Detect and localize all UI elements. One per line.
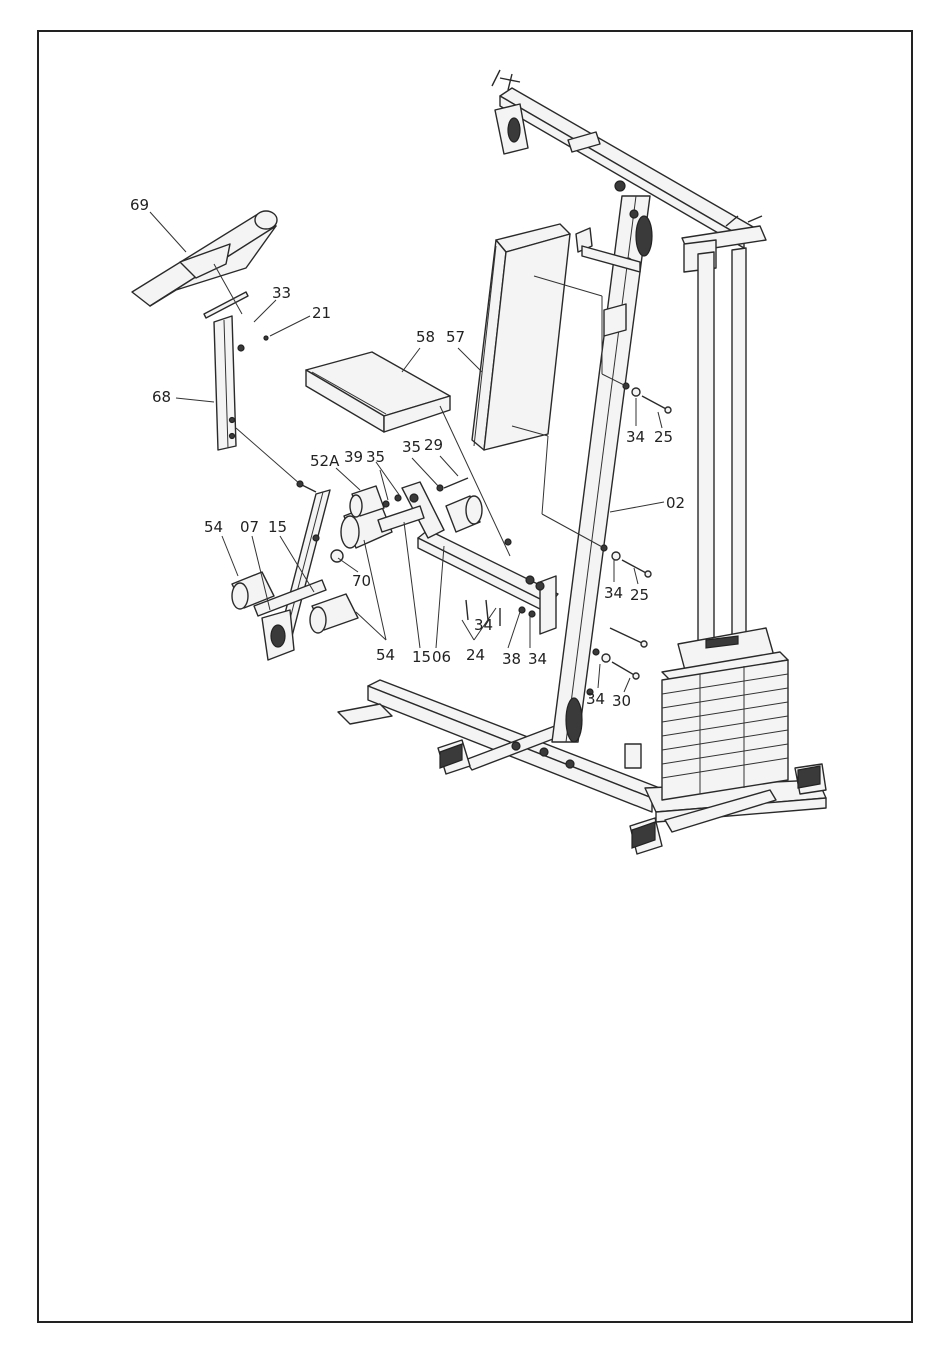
callout-25-upper: 25 — [654, 428, 673, 446]
callout-02: 02 — [666, 494, 685, 512]
callout-15-upper: 15 — [268, 518, 287, 536]
callout-35-left: 35 — [366, 448, 385, 466]
callout-30: 30 — [612, 692, 631, 710]
seat-pad — [306, 352, 450, 432]
callout-29: 29 — [424, 436, 443, 454]
callout-52a: 52A — [310, 452, 340, 470]
callout-34-upper: 34 — [626, 428, 645, 446]
callout-06: 06 — [432, 648, 451, 666]
callout-57: 57 — [446, 328, 465, 346]
callout-25-middle: 25 — [630, 586, 649, 604]
callout-34-middle: 34 — [604, 584, 623, 602]
callout-58: 58 — [416, 328, 435, 346]
callout-33: 33 — [272, 284, 291, 302]
callout-34-lower-left: 34 — [528, 650, 547, 668]
leg-extension-arm — [232, 490, 358, 660]
callout-54-left: 54 — [204, 518, 223, 536]
callout-69: 69 — [130, 196, 149, 214]
callout-39: 39 — [344, 448, 363, 466]
callout-34-bracket: 34 — [474, 616, 493, 634]
preacher-curl-assembly — [132, 211, 277, 450]
callout-68: 68 — [152, 388, 171, 406]
callout-38: 38 — [502, 650, 521, 668]
callout-24: 24 — [466, 646, 485, 664]
callout-54-lower: 54 — [376, 646, 395, 664]
callout-21: 21 — [312, 304, 331, 322]
weight-stack — [662, 628, 788, 800]
callout-35-right: 35 — [402, 438, 421, 456]
guide-rods — [698, 248, 746, 642]
callout-15-lower: 15 — [412, 648, 431, 666]
callout-07: 07 — [240, 518, 259, 536]
callout-34-lower-right: 34 — [586, 690, 605, 708]
callout-70: 70 — [352, 572, 371, 590]
